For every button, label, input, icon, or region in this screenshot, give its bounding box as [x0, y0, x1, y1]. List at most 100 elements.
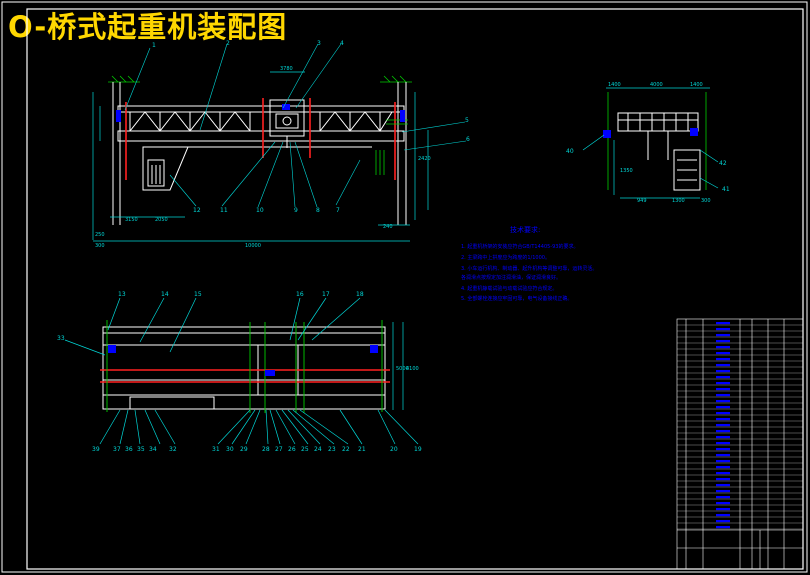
dim-label: 10000: [245, 243, 261, 249]
parts-list-entry-mark: [716, 352, 730, 355]
parts-list-entry-mark: [716, 334, 730, 337]
balloon-number: 18: [356, 291, 364, 298]
parts-list-entry-mark: [716, 466, 730, 469]
balloon-number: 32: [169, 446, 177, 453]
parts-list-entry-mark: [716, 382, 730, 385]
dim-label: 1350: [620, 168, 633, 174]
parts-list-entry-mark: [716, 418, 730, 421]
notes-line: 3. 小车运行机构、制动器、起升机构等调整可靠，运转灵活。: [461, 265, 597, 272]
balloon-number: 35: [137, 446, 145, 453]
balloon-number: 2: [226, 40, 230, 47]
parts-list-entry-mark: [716, 424, 730, 427]
balloon-number: 23: [328, 446, 336, 453]
parts-list-table: [676, 318, 804, 570]
balloon-number: 3: [317, 40, 321, 47]
front-view: [92, 43, 467, 242]
parts-list-entry-mark: [716, 370, 730, 373]
technical-notes: 技术要求: 1. 起重机桥架的安装应符合GB/T14405-93的要求。 2. …: [461, 225, 597, 302]
dim-label: 300: [701, 198, 711, 204]
balloon-number: 37: [113, 446, 121, 453]
balloon-number: 28: [262, 446, 270, 453]
balloon-number: 17: [322, 291, 330, 298]
notes-line: 各润滑点按规定加注润滑油，保证润滑良好。: [461, 274, 561, 281]
notes-line: 2. 主梁跨中上拱度应为跨度的1/1000。: [461, 254, 550, 261]
dim-label: 5000: [396, 366, 409, 372]
parts-list-marks: [716, 322, 730, 529]
parts-list-entry-mark: [716, 412, 730, 415]
parts-list-entry-mark: [716, 490, 730, 493]
notes-line: 1. 起重机桥架的安装应符合GB/T14405-93的要求。: [461, 243, 578, 250]
balloon-number: 4: [340, 40, 344, 47]
balloon-number: 29: [240, 446, 248, 453]
balloon-number: 10: [256, 207, 264, 214]
dim-label: 240: [383, 224, 393, 230]
parts-list-entry-mark: [716, 430, 730, 433]
parts-list-entry-mark: [716, 442, 730, 445]
dim-label: 2420: [418, 156, 431, 162]
parts-list-entry-mark: [716, 364, 730, 367]
drawing-title: O-桥式起重机装配图: [8, 10, 288, 44]
parts-list-entry-mark: [716, 436, 730, 439]
dim-label: 3780: [280, 66, 293, 72]
dim-label: 949: [637, 198, 647, 204]
balloon-number: 8: [316, 207, 320, 214]
parts-list-entry-mark: [716, 358, 730, 361]
dim-label: 1400: [608, 82, 621, 88]
parts-list-entry-mark: [716, 478, 730, 481]
balloon-number: 7: [336, 207, 340, 214]
notes-line: 4. 起重机静载试验与动载试验应符合规定。: [461, 285, 557, 292]
balloon-number: 22: [342, 446, 350, 453]
parts-list-entry-mark: [716, 340, 730, 343]
balloon-number: 25: [301, 446, 309, 453]
inner-frame: [26, 8, 804, 570]
balloon-number: 26: [288, 446, 296, 453]
dim-label: 1300: [672, 198, 685, 204]
balloon-number: 24: [314, 446, 322, 453]
parts-list-entry-mark: [716, 520, 730, 523]
plan-view: [64, 297, 419, 445]
balloon-number: 27: [275, 446, 283, 453]
balloon-number: 41: [722, 186, 730, 193]
balloon-number: 31: [212, 446, 220, 453]
balloon-number: 34: [149, 446, 157, 453]
balloon-number: 21: [358, 446, 366, 453]
balloon-number: 12: [193, 207, 201, 214]
balloon-number: 20: [390, 446, 398, 453]
parts-list-entry-mark: [716, 388, 730, 391]
balloon-number: 39: [92, 446, 100, 453]
balloon-number: 9: [294, 207, 298, 214]
parts-list-entry-mark: [716, 394, 730, 397]
parts-list-entry-mark: [716, 526, 730, 529]
parts-list-entry-mark: [716, 514, 730, 517]
parts-list-entry-mark: [716, 406, 730, 409]
side-view: [582, 87, 719, 199]
dim-label: 4000: [650, 82, 663, 88]
balloon-number: 33: [57, 335, 65, 342]
parts-list-entry-mark: [716, 472, 730, 475]
balloon-number: 36: [125, 446, 133, 453]
balloon-number: 42: [719, 160, 727, 167]
balloon-number: 16: [296, 291, 304, 298]
balloon-number: 1: [152, 42, 156, 49]
balloon-number: 11: [220, 207, 228, 214]
parts-list-entry-mark: [716, 502, 730, 505]
balloon-number: 6: [466, 136, 470, 143]
parts-list-entry-mark: [716, 322, 730, 325]
notes-line: 5. 全部螺栓连接应牢固可靠，电气设备接线正确。: [461, 295, 572, 302]
parts-list-entry-mark: [716, 496, 730, 499]
dim-label: 2050: [155, 217, 168, 223]
balloon-number: 40: [566, 148, 574, 155]
balloon-number: 15: [194, 291, 202, 298]
balloon-number: 30: [226, 446, 234, 453]
dim-label: 4100: [406, 366, 419, 372]
parts-list-entry-mark: [716, 484, 730, 487]
parts-list-entry-mark: [716, 460, 730, 463]
parts-list-entry-mark: [716, 346, 730, 349]
balloon-labels: 1 2 3 4 5 6 7 8 9 10 11 12 3780 2050 100…: [57, 40, 730, 453]
parts-list-entry-mark: [716, 328, 730, 331]
dim-label: 250: [95, 232, 105, 238]
parts-list-entry-mark: [716, 448, 730, 451]
notes-heading: 技术要求:: [510, 225, 540, 234]
